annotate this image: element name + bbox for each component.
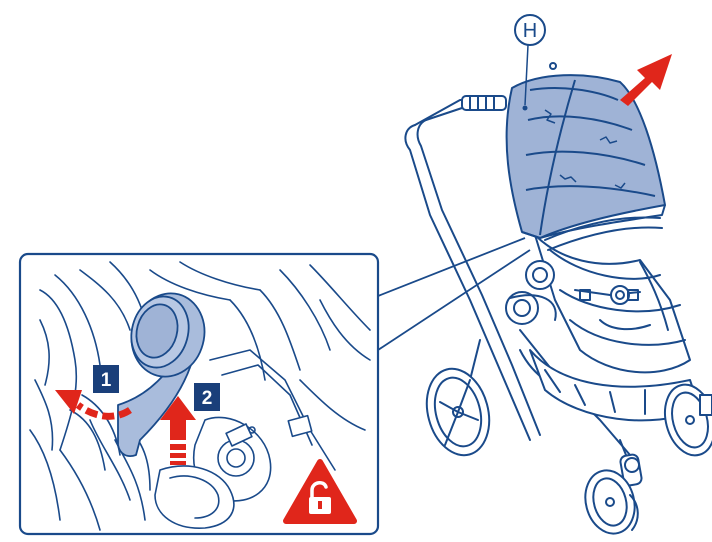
- step-2-number: 2: [202, 388, 213, 409]
- step-badge-2: 2: [194, 383, 220, 411]
- callout-h-label: H: [523, 20, 537, 42]
- step-1-number: 1: [101, 370, 112, 391]
- canopy-direction-arrow: [620, 54, 672, 106]
- inset-leader-lines: [378, 238, 530, 350]
- step-badge-1: 1: [93, 365, 119, 393]
- detail-inset: 1 2: [20, 254, 378, 534]
